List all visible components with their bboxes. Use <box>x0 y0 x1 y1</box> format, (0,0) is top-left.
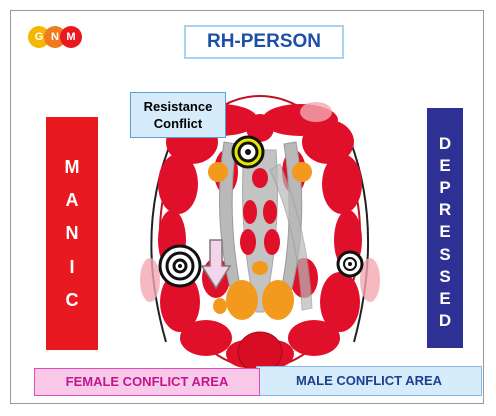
depressed-letter: S <box>439 268 450 285</box>
manic-bar: M A N I C <box>46 117 98 350</box>
target-ring-icon <box>338 252 362 276</box>
manic-letter: I <box>69 258 74 276</box>
manic-letter: C <box>66 291 79 309</box>
manic-letter: A <box>66 191 79 209</box>
target-ring-icon <box>160 246 200 286</box>
manic-letter: M <box>65 158 80 176</box>
depressed-letter: D <box>439 312 451 329</box>
female-conflict-area-label: FEMALE CONFLICT AREA <box>34 368 260 396</box>
callout-line-1: Resistance <box>131 98 225 115</box>
depressed-bar: D E P R E S S E D <box>427 108 463 348</box>
depressed-letter: S <box>439 246 450 263</box>
gnm-logo: G N M <box>28 26 100 48</box>
logo-letter-m: M <box>60 26 82 48</box>
page-title: RH-PERSON <box>184 25 344 59</box>
resistance-conflict-callout: Resistance Conflict <box>130 92 226 138</box>
depressed-letter: R <box>439 201 451 218</box>
depressed-letter: E <box>439 223 450 240</box>
depressed-letter: D <box>439 135 451 152</box>
callout-line-2: Conflict <box>131 115 225 132</box>
depressed-letter: E <box>439 290 450 307</box>
target-ring-icon <box>233 137 263 167</box>
depressed-letter: P <box>439 179 450 196</box>
manic-letter: N <box>66 224 79 242</box>
depressed-letter: E <box>439 157 450 174</box>
male-conflict-area-label: MALE CONFLICT AREA <box>256 366 482 396</box>
